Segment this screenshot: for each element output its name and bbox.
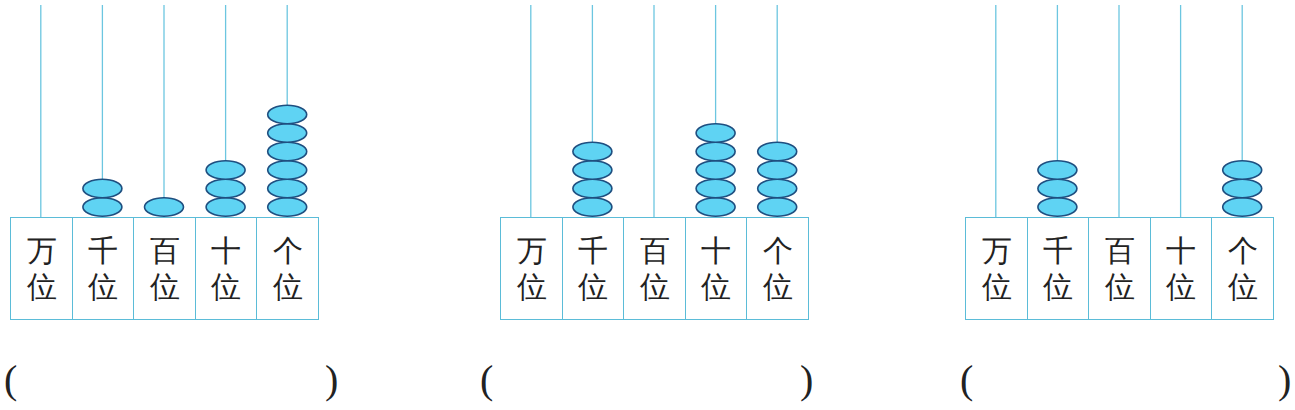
place-label: 万位: [27, 233, 57, 305]
place-value-box: 十位: [685, 217, 748, 320]
place-label: 千位: [578, 233, 608, 305]
abacus-bead: [696, 161, 735, 179]
abacus-bead: [1038, 198, 1077, 216]
place-value-box: 千位: [72, 217, 135, 320]
place-value-box: 个位: [1211, 217, 1274, 320]
place-label: 十位: [1166, 233, 1196, 305]
place-label: 千位: [1043, 233, 1073, 305]
place-label: 个位: [763, 233, 793, 305]
answer-bracket: (: [4, 360, 17, 400]
abacus-bead: [1223, 179, 1262, 197]
abacus-bead: [696, 124, 735, 142]
abacus-bead: [573, 142, 612, 160]
abacus-bead: [145, 198, 184, 216]
abacus-bead: [83, 198, 122, 216]
abacus-bead: [1223, 198, 1262, 216]
abacus-rod: [163, 5, 164, 217]
place-value-box: 千位: [562, 217, 625, 320]
place-label: 百位: [1105, 233, 1135, 305]
abacus-bead: [206, 161, 245, 179]
abacus-rod: [653, 5, 654, 217]
place-label: 百位: [640, 233, 670, 305]
place-value-box: 万位: [500, 217, 563, 320]
abacus-bead: [268, 198, 307, 216]
abacus-bead: [268, 161, 307, 179]
place-label: 十位: [211, 233, 241, 305]
place-value-box: 十位: [195, 217, 258, 320]
abacus-bead: [206, 179, 245, 197]
abacus-bead: [573, 179, 612, 197]
abacus-bead: [268, 179, 307, 197]
place-value-box: 个位: [256, 217, 319, 320]
abacus-rod: [1118, 5, 1119, 217]
abacus-bead: [758, 198, 797, 216]
place-value-box: 万位: [10, 217, 73, 320]
abacus-bead: [758, 142, 797, 160]
abacus-bead: [758, 179, 797, 197]
place-label: 个位: [1228, 233, 1258, 305]
answer-bracket: (: [960, 360, 973, 400]
place-label: 千位: [88, 233, 118, 305]
answer-bracket: ): [325, 360, 338, 400]
place-value-box: 千位: [1027, 217, 1090, 320]
place-value-box: 十位: [1150, 217, 1213, 320]
place-value-box: 万位: [965, 217, 1028, 320]
answer-bracket: (: [480, 360, 493, 400]
abacus-bead: [1223, 161, 1262, 179]
abacus-bead: [1038, 179, 1077, 197]
answer-bracket: ): [800, 360, 813, 400]
abacus-rod: [995, 5, 996, 217]
abacus-rod: [530, 5, 531, 217]
place-label: 万位: [982, 233, 1012, 305]
abacus-bead: [83, 179, 122, 197]
abacus-bead: [573, 161, 612, 179]
abacus-bead: [268, 142, 307, 160]
abacus-bead: [268, 124, 307, 142]
abacus-bead: [206, 198, 245, 216]
answer-bracket: ): [1278, 360, 1291, 400]
abacus-bead: [696, 179, 735, 197]
abacus-bead: [696, 198, 735, 216]
abacus-bead: [696, 142, 735, 160]
place-label: 百位: [150, 233, 180, 305]
place-value-box: 个位: [746, 217, 809, 320]
abacus-rod: [1180, 5, 1181, 217]
place-value-box: 百位: [1088, 217, 1151, 320]
place-value-box: 百位: [623, 217, 686, 320]
place-value-box: 百位: [133, 217, 196, 320]
abacus-bead: [758, 161, 797, 179]
place-label: 个位: [273, 233, 303, 305]
abacus-rod: [40, 5, 41, 217]
abacus-bead: [573, 198, 612, 216]
place-label: 十位: [701, 233, 731, 305]
abacus-bead: [1038, 161, 1077, 179]
place-label: 万位: [517, 233, 547, 305]
abacus-bead: [268, 105, 307, 123]
